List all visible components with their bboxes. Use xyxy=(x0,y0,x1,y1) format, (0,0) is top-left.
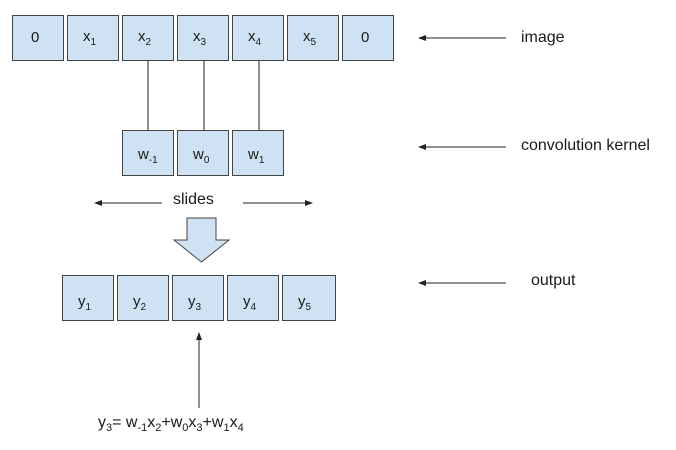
kernel-cell: w0 xyxy=(177,130,229,176)
output-cell: y1 xyxy=(62,275,114,321)
kernel-cell: w1 xyxy=(232,130,284,176)
output-cell: y3 xyxy=(172,275,224,321)
image-cell: x5 xyxy=(287,15,339,61)
image-cell: x4 xyxy=(232,15,284,61)
image-cell: x2 xyxy=(122,15,174,61)
image-cell: x1 xyxy=(67,15,119,61)
image-cell: 0 xyxy=(12,15,64,61)
big-down-arrow xyxy=(172,217,231,263)
output-cell: y4 xyxy=(227,275,279,321)
kernel-label: convolution kernel xyxy=(521,137,650,154)
image-cell: 0 xyxy=(342,15,394,61)
slides-label: slides xyxy=(173,191,214,208)
output-label: output xyxy=(531,272,576,289)
formula: y3= w-1x2+w0x3+w1x4 xyxy=(98,414,244,434)
image-label: image xyxy=(521,29,565,46)
output-cell: y5 xyxy=(282,275,336,321)
image-cell: x3 xyxy=(177,15,229,61)
output-cell: y2 xyxy=(117,275,169,321)
kernel-cell: w-1 xyxy=(122,130,174,176)
